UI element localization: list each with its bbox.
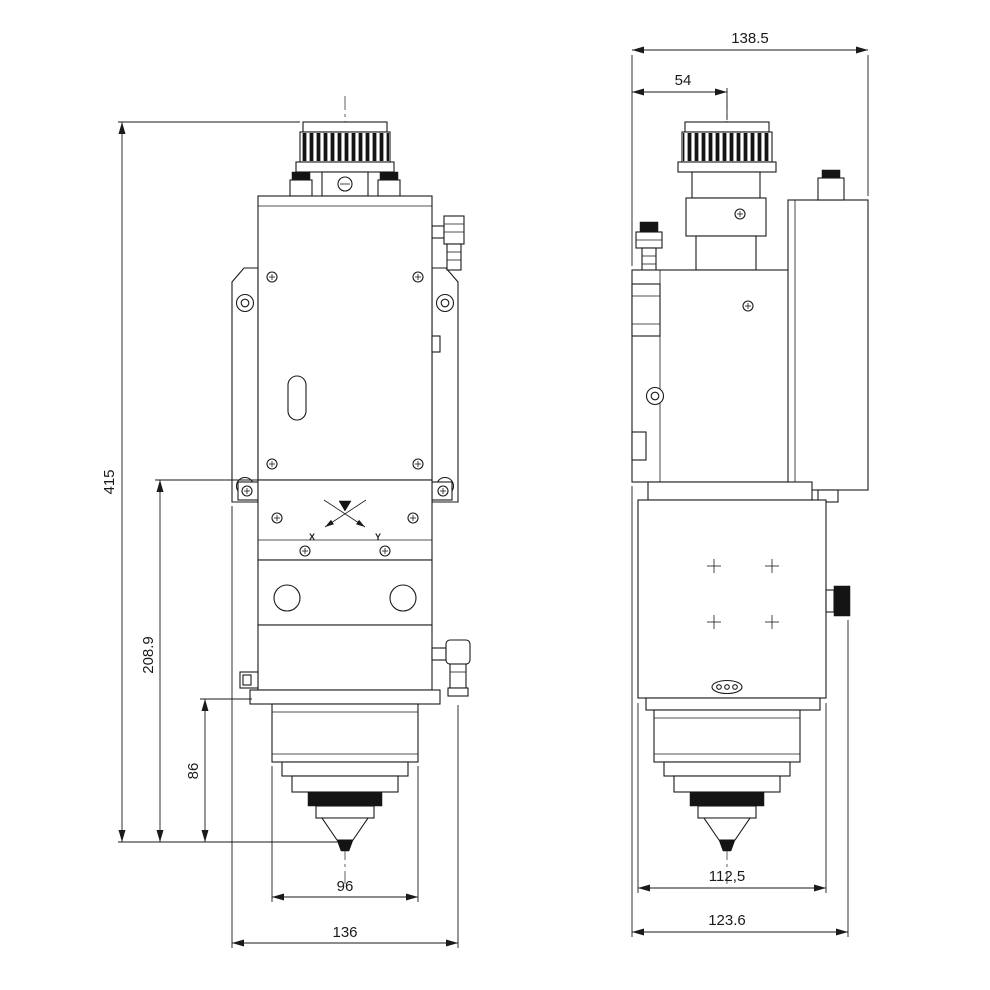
- side-lower-body: [637, 481, 851, 699]
- dim-front-total-height-label: 415: [101, 469, 118, 494]
- bracket-hole: [435, 293, 455, 313]
- front-lower-block: [239, 624, 471, 697]
- front-top-cap: [289, 121, 401, 197]
- front-nozzle: [249, 689, 441, 852]
- dim-side-overall-width-label: 138.5: [731, 30, 769, 47]
- screw: [299, 545, 311, 557]
- front-main-body: [257, 195, 441, 481]
- front-elbow-fitting: [431, 639, 471, 697]
- nozzle-tip: [336, 839, 354, 852]
- screw: [271, 512, 283, 524]
- dim-front-lower-height-label: 86: [185, 763, 202, 780]
- front-calibration-mark: X Y: [309, 499, 381, 542]
- dim-front-mid-height-label: 208.9: [140, 636, 157, 674]
- side-top-cap: [677, 121, 777, 271]
- screw: [412, 271, 424, 283]
- dim-side-top-offset-label: 54: [675, 72, 692, 89]
- screw: [266, 271, 278, 283]
- bracket-hole: [235, 293, 255, 313]
- screw: [437, 485, 449, 497]
- side-hole: [645, 386, 665, 406]
- axis-x-label: X: [309, 532, 315, 542]
- side-knob: [833, 585, 851, 617]
- dim-side-base-width-label: 123.6: [708, 912, 746, 929]
- side-view: 138.5 54 112,5 123.6: [631, 30, 869, 937]
- screw: [742, 300, 754, 312]
- screw: [734, 208, 746, 220]
- front-bracket-left: [231, 267, 259, 503]
- side-panel: [787, 169, 869, 503]
- front-circles-section: [257, 559, 433, 626]
- dim-front-nozzle-width: 96: [271, 766, 419, 902]
- dim-front-overall-width: 136: [231, 506, 459, 948]
- nozzle-tip: [718, 839, 736, 852]
- side-air-fitting: [635, 221, 663, 275]
- dim-side-top-offset: 54: [632, 72, 728, 120]
- screw: [241, 485, 253, 497]
- dim-front-nozzle-width-label: 96: [337, 878, 354, 895]
- dim-front-overall-width-label: 136: [332, 924, 357, 941]
- axis-y-label: Y: [375, 532, 381, 542]
- dim-side-lower-width-label: 112,5: [709, 868, 745, 885]
- dim-front-lower-height: 86: [185, 698, 252, 842]
- front-bracket-right: [431, 267, 459, 503]
- front-air-fitting: [431, 215, 465, 271]
- screw: [379, 545, 391, 557]
- front-mid-section: X Y: [237, 479, 453, 561]
- dim-side-lower-width: 112,5: [637, 703, 827, 893]
- side-nozzle: [645, 697, 821, 852]
- slot: [287, 375, 307, 421]
- screw: [412, 458, 424, 470]
- dim-front-total-height: 415: [101, 121, 338, 843]
- screw: [266, 458, 278, 470]
- dim-front-mid-height: 208.9: [140, 479, 258, 842]
- front-view: X Y: [101, 96, 471, 948]
- dim-side-base-width: 123.6: [631, 486, 849, 937]
- screw: [407, 512, 419, 524]
